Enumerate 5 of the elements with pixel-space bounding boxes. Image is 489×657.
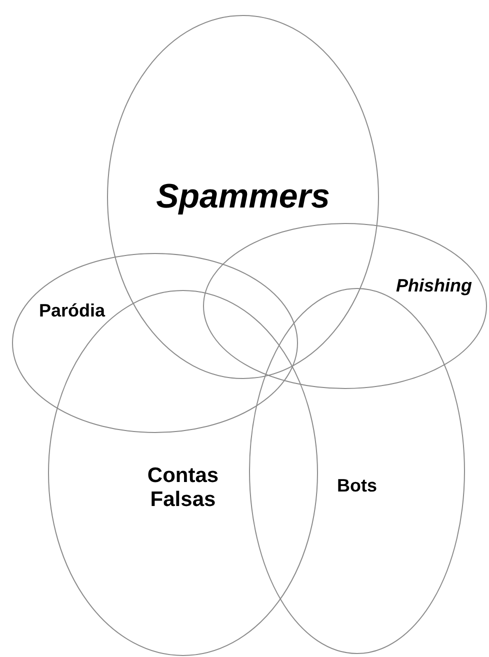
set-label: Spammers bbox=[156, 177, 330, 217]
set-label: Phishing bbox=[396, 276, 472, 296]
set-label: Bots bbox=[337, 476, 377, 496]
set-label: Paródia bbox=[38, 300, 106, 322]
set-label: Contas Falsas bbox=[146, 464, 220, 512]
